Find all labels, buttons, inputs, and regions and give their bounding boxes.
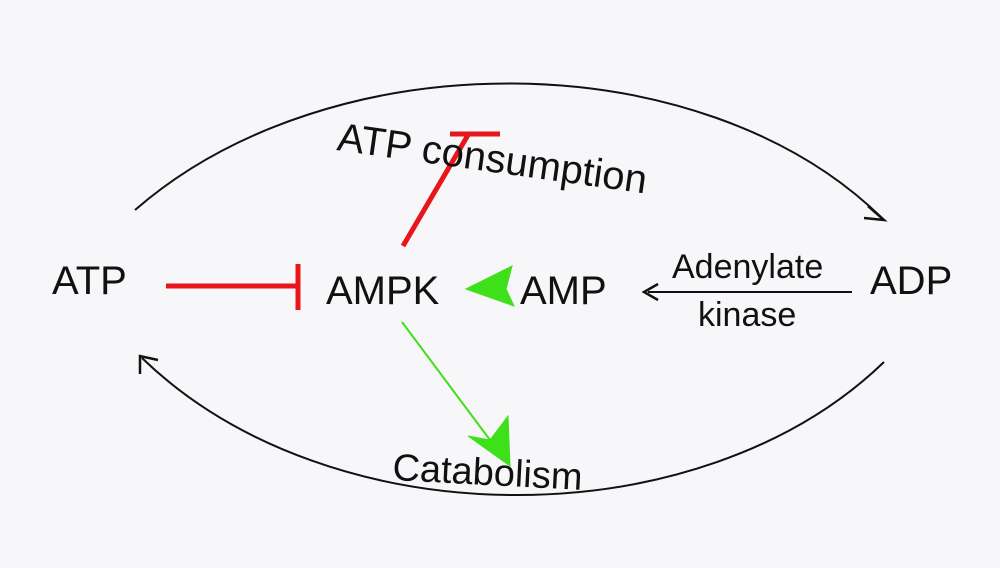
adp-to-atp-arc [141, 357, 885, 496]
adp-to-atp-arrowhead [138, 354, 159, 374]
ampk-inhibits-consumption-line [400, 133, 471, 248]
adenylate-label: Adenylate [672, 248, 823, 286]
adp-to-amp-arrowhead [641, 282, 659, 302]
amp-activates-ampk-arrowhead [464, 265, 515, 307]
atp-to-adp-arrowhead [863, 205, 888, 222]
catabolism-label: Catabolism [392, 447, 584, 499]
atp-label: ATP [52, 259, 127, 303]
atp-consumption-label: ATP consumption [335, 115, 650, 202]
atp-to-adp-arc [134, 82, 883, 219]
ampk-label: AMPK [326, 269, 440, 313]
ampk-activates-catabolism-line [401, 321, 491, 441]
adp-label: ADP [870, 259, 952, 303]
kinase-label: kinase [698, 296, 796, 334]
ampk-activates-catabolism-arrowhead [467, 414, 511, 468]
amp-label: AMP [520, 269, 607, 313]
